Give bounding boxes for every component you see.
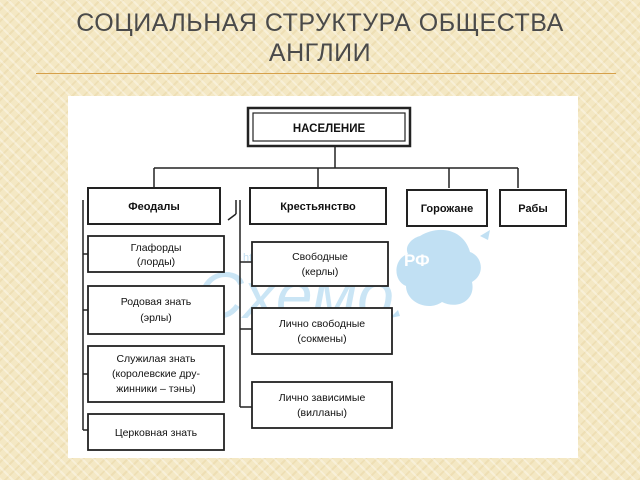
node-earls-line-2: (эрлы)	[140, 312, 172, 324]
node-townspeople: Горожане	[406, 189, 488, 227]
node-sokmen-line-2: (сокмены)	[297, 333, 346, 345]
node-lords: Глафорды (лорды)	[87, 235, 225, 273]
node-free-line-1: Свободные	[292, 251, 348, 263]
node-thanes-line-2: (королевские дру-	[112, 368, 200, 380]
connector-lines	[82, 146, 519, 431]
slide-title: СОЦИАЛЬНАЯ СТРУКТУРА ОБЩЕСТВА АНГЛИИ	[0, 8, 640, 68]
node-church-nobility: Церковная знать	[87, 413, 225, 451]
node-sokmen: Лично свободные (сокмены)	[251, 307, 393, 355]
title-line-2: АНГЛИИ	[268, 39, 372, 67]
node-earls-line-1: Родовая знать	[121, 296, 192, 308]
node-peasantry: Крестьянство	[249, 187, 387, 225]
title-line-1: СОЦИАЛЬНАЯ СТРУКТУРА ОБЩЕСТВА	[76, 9, 564, 37]
node-lords-line-1: Глафорды	[131, 242, 182, 254]
node-villeins-line-1: Лично зависимые	[279, 392, 366, 404]
diagram-card: http:// Схемо РФ	[68, 96, 578, 458]
title-divider	[36, 73, 616, 74]
node-thanes-line-3: жинники – тэны)	[116, 383, 196, 395]
watermark-suffix: РФ	[404, 251, 430, 270]
node-peasantry-label: Крестьянство	[280, 201, 356, 213]
node-feudals-label: Феодалы	[128, 201, 180, 213]
node-church-line-1: Церковная знать	[115, 427, 198, 439]
node-thanes: Служилая знать (королевские дру- жинники…	[87, 345, 225, 403]
node-villeins: Лично зависимые (вилланы)	[251, 381, 393, 429]
node-free-peasants: Свободные (керлы)	[251, 241, 389, 287]
hierarchy-diagram: http:// Схемо РФ	[82, 106, 567, 451]
node-sokmen-line-1: Лично свободные	[279, 318, 365, 330]
ink-splash-icon	[390, 229, 490, 318]
node-population-label: НАСЕЛЕНИЕ	[293, 123, 366, 135]
node-slaves-label: Рабы	[518, 203, 548, 215]
node-earls: Родовая знать (эрлы)	[87, 285, 225, 335]
node-thanes-line-1: Служилая знать	[116, 353, 196, 365]
node-population: НАСЕЛЕНИЕ	[246, 106, 412, 148]
node-villeins-line-2: (вилланы)	[297, 407, 347, 419]
node-free-line-2: (керлы)	[302, 266, 339, 278]
node-townspeople-label: Горожане	[421, 203, 474, 215]
node-lords-line-2: (лорды)	[137, 256, 175, 268]
node-feudals: Феодалы	[87, 187, 221, 225]
node-slaves: Рабы	[499, 189, 567, 227]
